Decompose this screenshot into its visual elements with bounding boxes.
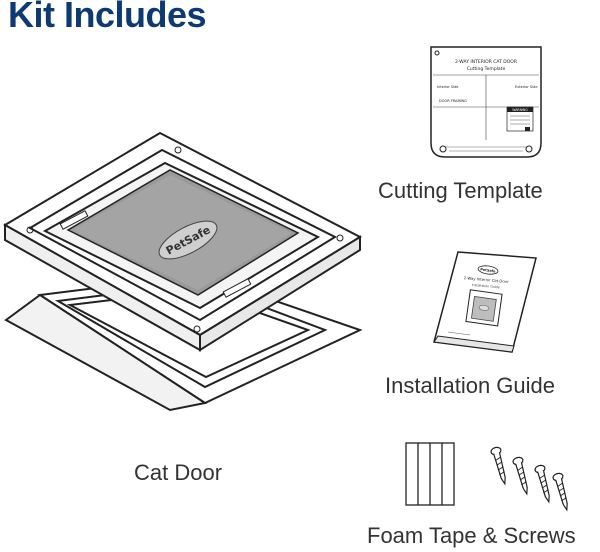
cutting-template-label: Cutting Template	[378, 178, 543, 203]
foam-tape-screws-icon	[405, 442, 568, 512]
template-col-right: Exterior Side	[515, 85, 537, 89]
screw-hole	[174, 146, 182, 154]
latch-tab	[59, 210, 89, 230]
template-row-label: DOOR FRAMING	[439, 99, 467, 103]
foam-tape-screws-label: Foam Tape & Screws	[367, 523, 576, 548]
guide-model: 2-Way Interior Cat Door	[464, 275, 509, 284]
screw-hole	[193, 325, 201, 333]
cat-door-label: Cat Door	[134, 460, 223, 485]
page-title: Kit Includes	[8, 0, 207, 35]
cutting-template-icon: 2-WAY INTERIOR CAT DOOR Cutting Template…	[430, 46, 542, 158]
guide-brand: PetSafe	[480, 267, 496, 273]
foam-tape-icon	[405, 442, 455, 506]
template-col-left: Interior Side	[437, 85, 458, 89]
template-warning: WARNING	[512, 108, 528, 112]
screw-hole	[26, 226, 34, 234]
installation-guide-label: Installation Guide	[385, 373, 555, 398]
template-heading: 2-WAY INTERIOR CAT DOOR	[455, 59, 517, 65]
screw-hole	[336, 234, 344, 242]
installation-guide-icon: PetSafe 2-Way Interior Cat Door Installa…	[433, 251, 537, 353]
latch-tab	[222, 278, 252, 298]
cat-door-icon: PetSafe	[3, 131, 363, 412]
guide-subtitle: Installation Guide	[472, 283, 500, 289]
template-subheading: Cutting Template	[467, 66, 506, 72]
screw-icon	[490, 446, 568, 512]
